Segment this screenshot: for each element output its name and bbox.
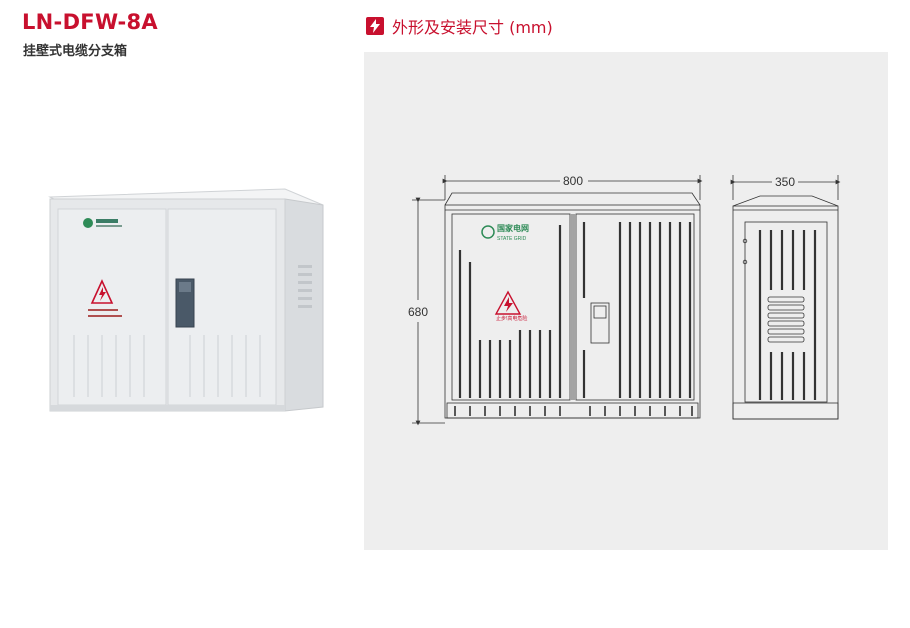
depth-dimension-label: 350 bbox=[775, 175, 795, 189]
dimension-drawing-panel bbox=[364, 52, 888, 550]
brand-cn-label: 国家电网 bbox=[497, 223, 529, 233]
section-header: 外形及安装尺寸 (mm) bbox=[366, 14, 553, 38]
height-dimension-label: 680 bbox=[408, 305, 428, 319]
front-view bbox=[444, 192, 701, 419]
warning-label: 止步!高电危险 bbox=[496, 315, 527, 322]
side-view bbox=[732, 195, 839, 420]
product-name: 挂壁式电缆分支箱 bbox=[23, 44, 128, 59]
section-title: 外形及安装尺寸 (mm) bbox=[392, 18, 553, 37]
product-photo bbox=[40, 185, 340, 425]
state-grid-logo-icon bbox=[481, 225, 495, 239]
product-model: LN-DFW-8A bbox=[22, 10, 158, 34]
warning-sign-icon bbox=[494, 290, 522, 315]
width-dimension-label: 800 bbox=[563, 174, 583, 188]
brand-en-label: STATE GRID bbox=[497, 236, 527, 242]
lightning-icon bbox=[366, 17, 384, 35]
